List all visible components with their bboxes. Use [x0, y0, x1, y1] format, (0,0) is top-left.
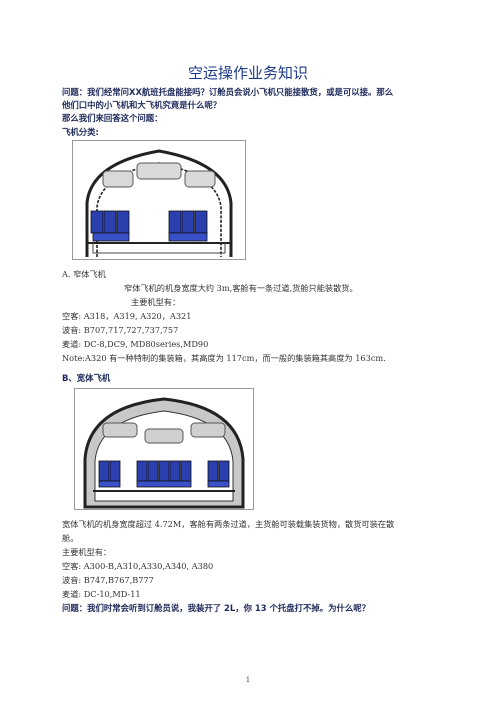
wide-body-boeing-models: 波音: B747,B767,B777 [62, 575, 154, 585]
wide-body-diagram [83, 397, 245, 509]
wide-body-models-label: 主要机型有： [62, 547, 112, 557]
wide-body-description-line-1: 宽体飞机的机身宽度超过 4.72M，客舱有两条过道，主货舱可装载集装货物，散货可… [62, 519, 395, 529]
narrow-body-diagram [85, 149, 233, 257]
question-1-line-3: 那么我们来回答这个问题： [62, 113, 163, 123]
question-1-line-2: 他们口中的小飞机和大飞机究竟是什么呢？ [62, 100, 222, 110]
wide-body-description-line-2: 舱。 [62, 533, 79, 543]
wide-body-airbus-models: 空客: A300-B,A310,A330,A340, A380 [62, 561, 214, 571]
narrow-body-boeing-models: 波音: B707,717,727,737,757 [62, 325, 179, 335]
narrow-body-heading: A. 窄体飞机 [62, 269, 106, 279]
narrow-body-airbus-models: 空客: A318，A319, A320，A321 [62, 311, 192, 321]
narrow-body-cross-section-figure [72, 140, 246, 260]
wide-body-md-models: 麦道: DC-10,MD-11 [62, 589, 141, 599]
narrow-body-models-label: 主要机型有： [131, 297, 181, 307]
narrow-body-description: 窄体飞机的机身宽度大约 3m,客舱有一条过道,货舱只能装散货。 [124, 283, 358, 293]
wide-body-cross-section-figure [74, 388, 254, 510]
narrow-body-md-models: 麦道: DC-8,DC9, MD80series,MD90 [62, 339, 209, 349]
question-1-line-1: 问题：我们经常问XX航班托盘能接吗？订舱员会说小飞机只能接散货，或是可以接。那么 [62, 87, 394, 97]
classification-label: 飞机分类: [62, 127, 99, 137]
narrow-body-note: Note:A320 有一种特制的集装箱，其高度为 117cm，而一般的集装箱其高… [62, 353, 386, 363]
wide-body-heading: B、宽体飞机 [62, 373, 111, 383]
page-number: 1 [245, 676, 251, 684]
question-2: 问题：我们时常会听到订舱员说，我装开了 2L，你 13 个托盘打不掉。为什么呢？ [62, 603, 370, 613]
page-title: 空运操作业务知识 [187, 64, 308, 82]
